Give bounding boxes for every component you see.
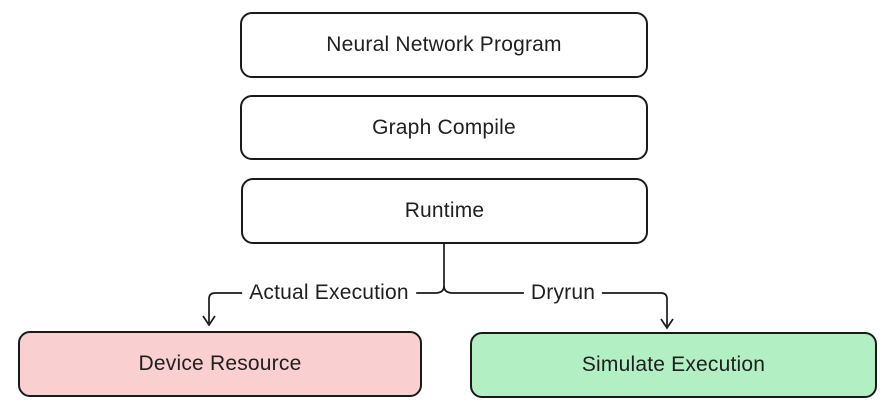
node-label: Neural Network Program: [326, 33, 562, 56]
node-label: Runtime: [404, 199, 485, 222]
node-label: Device Resource: [138, 352, 302, 375]
node-label: Simulate Execution: [581, 353, 766, 376]
node-neural-network-program: Neural Network Program: [240, 12, 648, 78]
node-label: Graph Compile: [372, 115, 516, 139]
arrowhead-dryrun-icon: [660, 318, 674, 330]
edge-actual-execution-line: [208, 285, 445, 323]
node-simulate-execution: Simulate Execution: [470, 332, 877, 398]
edge-dryrun-line: [443, 285, 668, 326]
node-runtime: Runtime: [241, 178, 648, 244]
node-device-resource: Device Resource: [18, 331, 422, 397]
edge-label-actual-execution: Actual Execution: [242, 281, 416, 305]
edge-label-dryrun: Dryrun: [523, 281, 603, 305]
node-graph-compile: Graph Compile: [240, 95, 648, 160]
arrowhead-actual-execution-icon: [202, 315, 216, 327]
